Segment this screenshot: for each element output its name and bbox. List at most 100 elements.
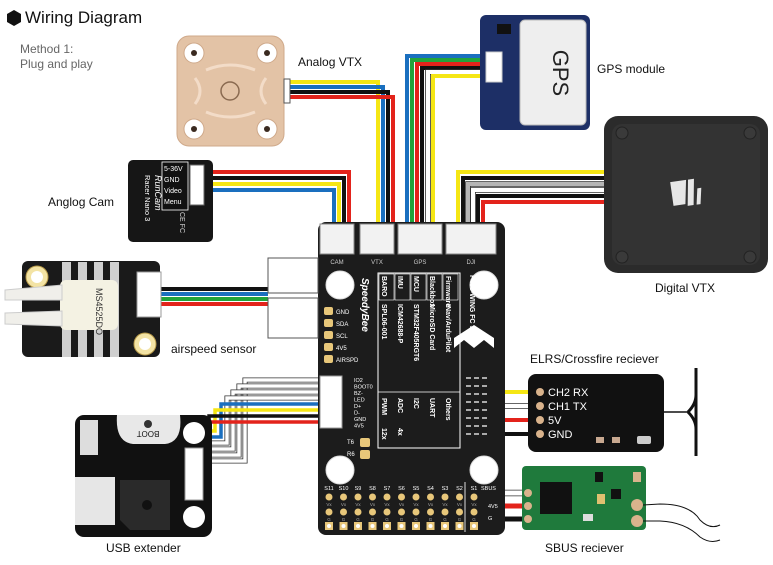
fc-header-pin — [474, 425, 479, 427]
analog-vtx-board — [176, 35, 291, 147]
spec-key: Blackbox — [428, 276, 435, 307]
fc-misc-pad-label: R6 — [347, 452, 355, 458]
servo-row-label: Vx — [355, 502, 361, 507]
airspeed-connector — [136, 271, 162, 318]
servo-row-label: G — [342, 517, 346, 522]
servo-header-label: S3 — [442, 486, 449, 492]
fc-usb-pin-label: 4V5 — [354, 424, 364, 430]
label-analog-vtx: Analog VTX — [298, 55, 363, 69]
fc-usb-pin-label: GND — [354, 417, 366, 423]
camera-cert: CE FC — [178, 212, 185, 233]
io-key: UART — [428, 398, 435, 418]
camera-pin-label: Video — [164, 188, 182, 195]
fc-pad-label: GND — [336, 310, 350, 316]
fc-header-pin — [482, 401, 487, 403]
servo-row-label: Vx — [341, 502, 347, 507]
servo-header-label: SBUS — [481, 486, 496, 492]
servo-row-label: G — [414, 517, 418, 522]
spec-value: STM32F405RGT6 — [412, 304, 419, 361]
fc-spec-title: F405-WING FC SPEC — [468, 275, 475, 345]
servo-pad — [427, 508, 434, 516]
elrs-pin-label: CH1 TX — [548, 401, 588, 413]
servo-row-label: Vx — [399, 502, 405, 507]
wire-gps — [410, 58, 487, 225]
elrs-pin-label: CH2 RX — [548, 387, 589, 399]
airspeed-sensor: MS4525DO — [4, 261, 162, 357]
label-elrs-receiver: ELRS/Crossfire reciever — [530, 352, 659, 366]
buzzer-switch — [80, 420, 98, 455]
fc-header-pin — [482, 385, 487, 387]
io-key: Others — [444, 398, 451, 421]
fc-pad — [324, 355, 333, 363]
wire-camera — [204, 188, 336, 225]
spec-value: ICM42688-P — [396, 304, 403, 344]
fc-pad-label: AIRSPD — [336, 358, 359, 364]
fc-header-pin — [466, 433, 471, 435]
wire-vtx — [290, 85, 385, 225]
servo-row-label: G — [429, 517, 433, 522]
method-line-2: Plug and play — [20, 57, 93, 71]
fc-header-pin — [466, 393, 471, 395]
servo-row-label: Vx — [413, 502, 419, 507]
fc-pad — [324, 319, 333, 327]
label-gps-module: GPS module — [597, 62, 666, 76]
fc-header-pin — [482, 433, 487, 435]
gps-chip-label: GPS — [548, 50, 573, 96]
fc-header-pin — [466, 425, 471, 427]
wire-vtx — [290, 80, 380, 225]
servo-pad — [325, 508, 333, 516]
fc-header-pin — [482, 425, 487, 427]
servo-header-label: S5 — [413, 486, 420, 492]
servo-row-label: Vx — [326, 502, 332, 507]
wire-gps — [415, 62, 487, 225]
fc-header-pin — [474, 409, 479, 411]
fc-header-pin — [474, 401, 479, 403]
forward-arrow-icon — [454, 325, 494, 348]
servo-row-label: Vx — [370, 502, 376, 507]
servo-pad — [470, 508, 478, 516]
fc-usb-pin-label: BZ- — [354, 391, 363, 397]
servo-pad — [383, 493, 391, 501]
fc-header-pin — [466, 385, 471, 387]
fc-airspeed-connector — [267, 257, 319, 294]
fc-header-pin — [466, 409, 471, 411]
wire-vtx — [290, 95, 395, 225]
servo-pad — [441, 508, 449, 516]
fc-usb-pin-label: LED — [354, 398, 365, 404]
fc-header-pin — [482, 377, 487, 379]
elrs-pin-label: 5V — [548, 415, 562, 427]
io-key: I2C — [412, 398, 419, 409]
servo-pad — [325, 493, 333, 501]
fc-header-pin — [482, 409, 487, 411]
method-line-1: Method 1: — [20, 42, 74, 56]
fc-pad — [360, 450, 370, 459]
camera-pin-label: 5-36V — [164, 166, 183, 173]
servo-pad — [398, 508, 405, 516]
servo-header-label: S8 — [369, 486, 376, 492]
airspeed-chip-label: MS4525DO — [94, 288, 104, 335]
fc-pad-label: SCL — [336, 334, 348, 340]
spec-value: INav/ArduPilot — [444, 304, 451, 353]
fc-port-vtx — [359, 223, 395, 255]
label-usb-extender: USB extender — [106, 541, 181, 555]
label-sbus-receiver: SBUS reciever — [545, 541, 624, 555]
wires — [160, 54, 606, 522]
servo-row-label: G — [443, 517, 447, 522]
gps-connector — [485, 51, 503, 83]
spec-value: SPL06-001 — [380, 304, 387, 340]
servo-pad — [369, 508, 376, 516]
spec-key: IMU — [396, 276, 403, 289]
label-analog-cam: Anglog Cam — [48, 195, 115, 209]
fc-header-pin — [474, 417, 479, 419]
fc-port-dji — [445, 223, 497, 255]
servo-pad — [340, 493, 347, 501]
title-text: Wiring Diagram — [25, 8, 143, 27]
vtx-connector — [283, 78, 291, 104]
fc-usb-pin-label: IO2 — [354, 378, 363, 384]
gps-module-board: GPS — [480, 15, 590, 130]
fc-usb-pin-label: D- — [354, 411, 360, 417]
fc-pad — [360, 438, 370, 447]
fc-header-pin — [466, 417, 471, 419]
fc-port-gps — [397, 223, 443, 255]
